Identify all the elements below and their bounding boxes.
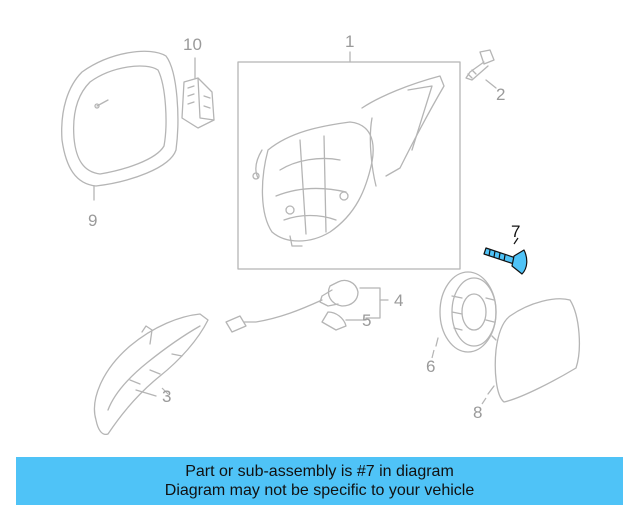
part-9-mirror-frame [61,50,179,201]
callout-3: 3 [162,387,172,406]
part-8-glass [487,298,580,403]
part-10-module [181,57,215,129]
callout-8: 8 [473,403,483,422]
callout-4: 4 [394,291,404,310]
banner-line-disclaimer: Diagram may not be specific to your vehi… [164,482,475,499]
callout-7: 7 [511,222,521,241]
callout-10: 10 [183,35,202,54]
callout-9: 9 [88,211,98,230]
part-6-motor [435,271,497,353]
part-7-screw-highlight [483,237,528,275]
part-2-screw [465,49,497,89]
callout-1: 1 [345,32,355,51]
callout-6: 6 [426,357,436,376]
part-1-mirror-assembly [237,51,461,270]
part-3-lower-cover [93,313,209,436]
info-banner: Part or sub-assembly is #7 in diagram Di… [16,457,623,505]
part-4-harness [225,279,389,333]
callout-5: 5 [362,311,372,330]
banner-line-part: Part or sub-assembly is #7 in diagram [185,463,454,480]
callout-2: 2 [496,85,506,104]
